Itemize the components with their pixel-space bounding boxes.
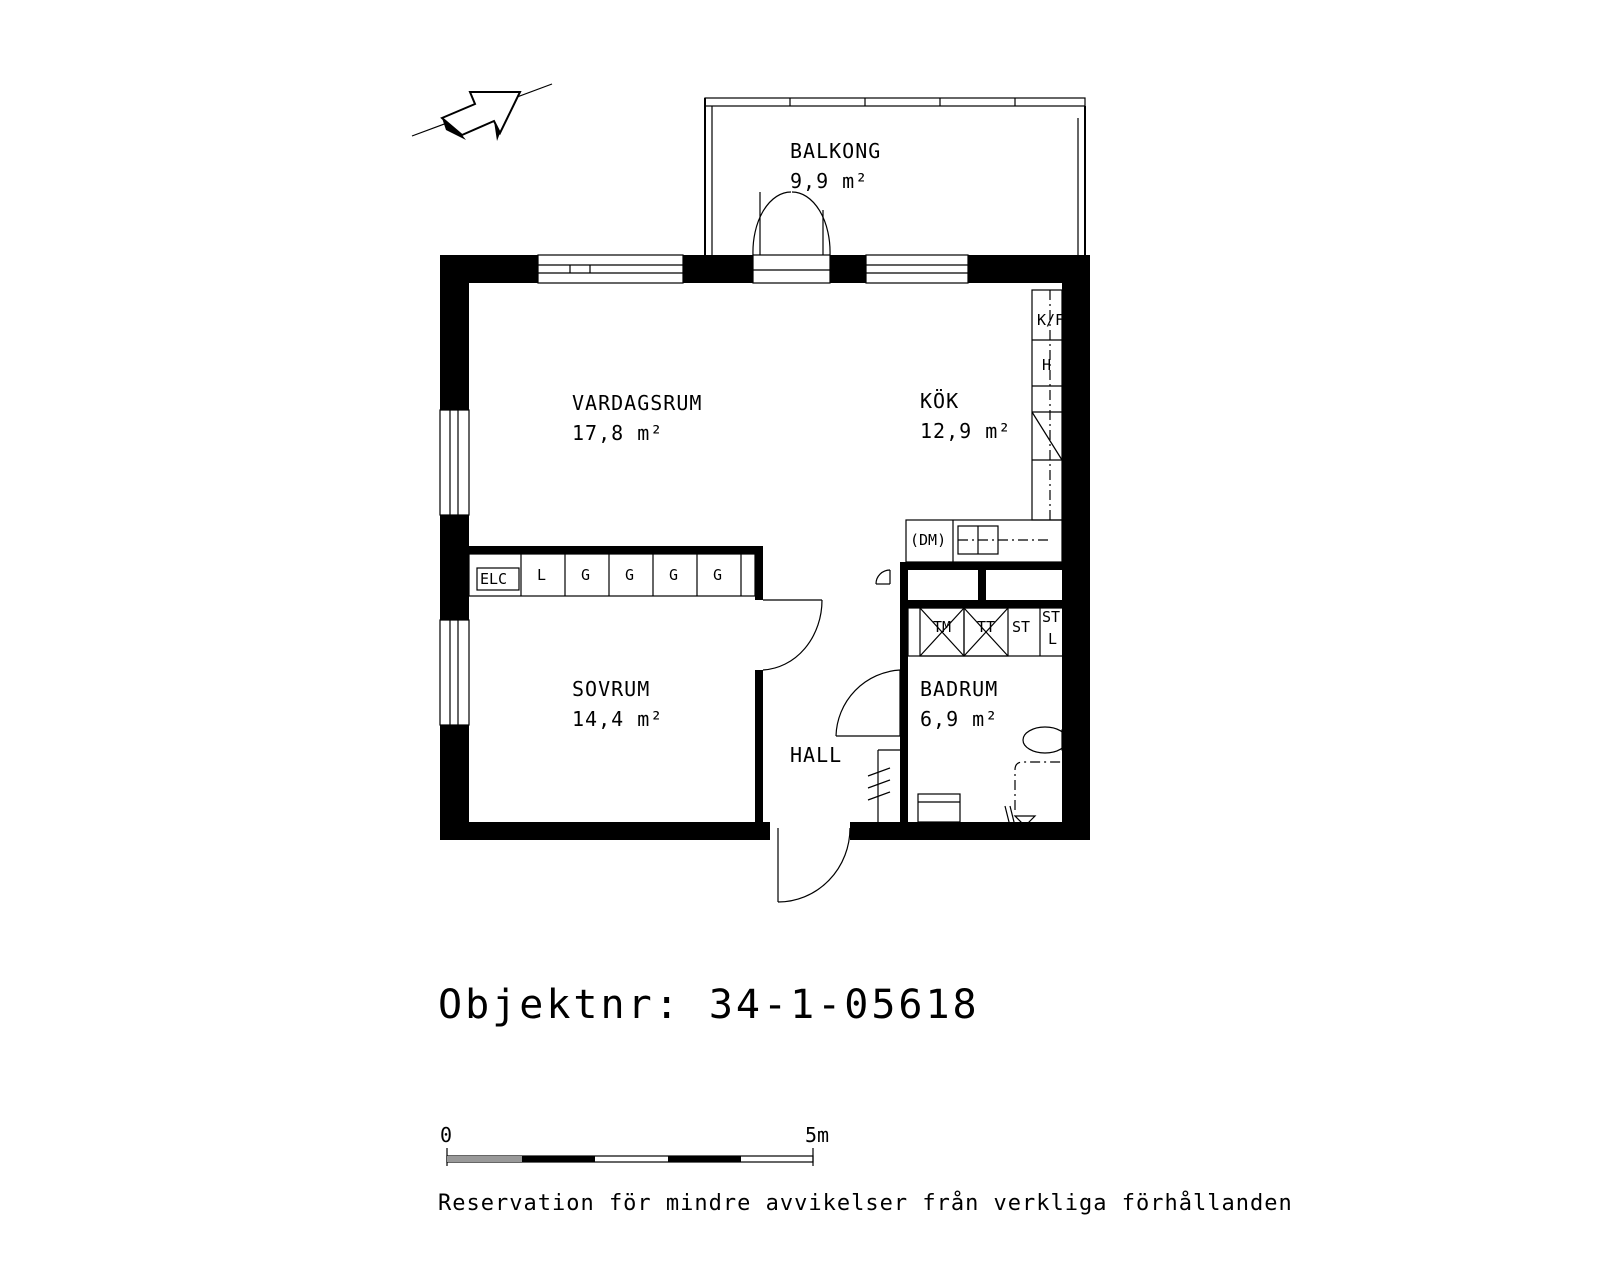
laundry-units [907, 607, 1067, 657]
room-area-balkong: 9,9 m² [790, 169, 868, 193]
room-name-vardagsrum: VARDAGSRUM [572, 391, 702, 415]
fixture-h-label: H [1042, 356, 1051, 374]
windows [439, 254, 969, 726]
wardrobe-l-label: L [537, 566, 546, 584]
north-arrow-icon [411, 83, 553, 141]
room-name-balkong: BALKONG [790, 139, 881, 163]
balcony-railing [704, 97, 1086, 257]
room-name-hall: HALL [790, 743, 842, 767]
room-name-sovrum: SOVRUM [572, 677, 650, 701]
kitchen-cabinets [905, 289, 1063, 563]
room-area-kok: 12,9 m² [920, 419, 1011, 443]
fixture-stl-bottom-label: L [1048, 630, 1057, 648]
wardrobe-row [468, 553, 756, 597]
wardrobe-g-label-1: G [581, 566, 590, 584]
fixture-stl-top-label: ST [1042, 608, 1060, 626]
room-name-badrum: BADRUM [920, 677, 998, 701]
room-area-vardagsrum: 17,8 m² [572, 421, 663, 445]
wardrobe-g-label-4: G [713, 566, 722, 584]
fixture-washing-machine-label: TM [933, 618, 951, 636]
room-area-badrum: 6,9 m² [920, 707, 998, 731]
shower-icon [1004, 761, 1075, 827]
hall-coat-rack [867, 749, 900, 822]
room-area-sovrum: 14,4 m² [572, 707, 663, 731]
toilet-icon [1022, 726, 1071, 754]
wardrobe-g-label-3: G [669, 566, 678, 584]
room-name-kok: KÖK [920, 389, 959, 413]
disclaimer: Reservation för mindre avvikelser från v… [438, 1190, 1293, 1216]
object-number: Objektnr: 34-1-05618 [438, 982, 980, 1028]
interior-walls [469, 546, 1062, 822]
door-swing-icon [752, 191, 901, 903]
fixture-tumble-dryer-label: TT [977, 618, 995, 636]
sink-icon [917, 793, 961, 823]
scale-start-label: 0 [440, 1123, 452, 1147]
wardrobe-g-label-2: G [625, 566, 634, 584]
fixture-fridge-freezer-label: K/F [1037, 311, 1064, 329]
scale-end-label: 5m [805, 1123, 829, 1147]
fixture-st-label: ST [1012, 618, 1030, 636]
wardrobe-elc-label: ELC [480, 570, 507, 588]
fixture-dishwasher-label: (DM) [910, 531, 946, 549]
towel-rail [1065, 681, 1073, 719]
scale-bar [446, 1148, 814, 1166]
